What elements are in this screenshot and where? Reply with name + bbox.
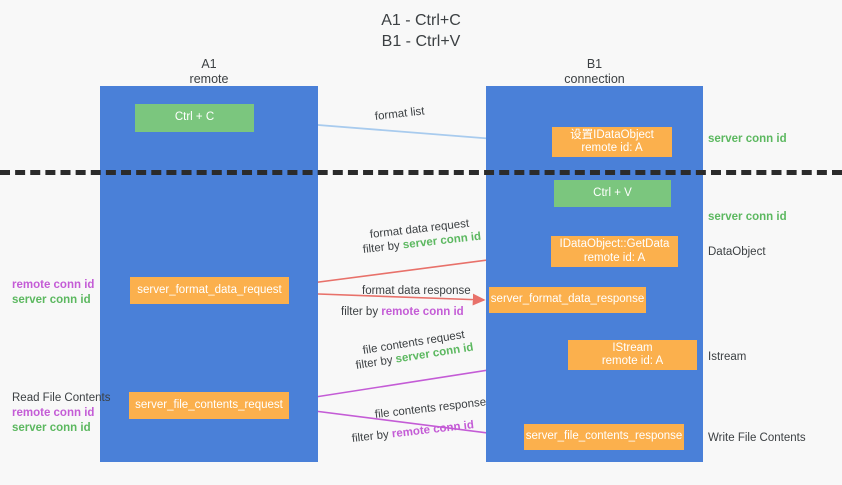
note-format-server-conn-id: server conn id	[12, 294, 91, 306]
node-istream-line1: IStream	[612, 341, 653, 354]
phase-divider	[0, 170, 842, 175]
node-server-format-data-request-label: server_format_data_request	[137, 283, 282, 296]
note-read-file-contents: Read File Contents	[12, 392, 111, 404]
node-server-format-data-response[interactable]: server_format_data_response	[489, 287, 646, 313]
node-server-format-data-response-label: server_format_data_response	[490, 293, 645, 306]
node-set-idataobject-line1: 设置IDataObject	[570, 128, 654, 141]
note-file-conn-ids: Read File Contents remote conn id server…	[12, 391, 110, 436]
note-write-file-contents: Write File Contents	[708, 432, 806, 444]
node-idataobject-getdata[interactable]: IDataObject::GetData remote id: A	[551, 236, 678, 267]
column-a1-subtitle: remote	[189, 72, 229, 86]
note-server-conn-id-mid: server conn id	[708, 211, 787, 223]
edge-label-format-data-response-filter: filter by remote conn id	[341, 305, 464, 320]
page-title: A1 - Ctrl+C B1 - Ctrl+V	[0, 10, 842, 52]
node-istream-line2: remote id: A	[601, 355, 664, 367]
note-dataobject: DataObject	[708, 246, 766, 258]
note-istream: Istream	[708, 351, 747, 363]
node-server-file-contents-response[interactable]: server_file_contents_response	[524, 424, 684, 450]
node-istream[interactable]: IStream remote id: A	[568, 340, 697, 370]
filter-prefix: filter by	[362, 239, 404, 256]
node-set-idataobject[interactable]: 设置IDataObject remote id: A	[552, 127, 672, 157]
edge-label-format-data-response: format data response	[362, 285, 471, 297]
note-server-conn-id-top: server conn id	[708, 133, 787, 145]
filter-value-remote-conn-id: remote conn id	[381, 306, 464, 318]
node-idataobject-getdata-line1: IDataObject::GetData	[559, 238, 670, 250]
column-header-b1: B1 connection	[486, 57, 703, 87]
note-format-remote-conn-id: remote conn id	[12, 279, 95, 291]
note-format-conn-ids: remote conn id server conn id	[12, 278, 94, 308]
node-idataobject-getdata-line2: remote id: A	[583, 251, 646, 264]
note-file-remote-conn-id: remote conn id	[12, 407, 95, 419]
arrow-format-data-response	[290, 292, 486, 306]
node-server-file-contents-request-label: server_file_contents_request	[135, 398, 283, 411]
note-file-server-conn-id: server conn id	[12, 422, 91, 434]
arrow-file-contents-response	[290, 407, 521, 442]
node-ctrl-v[interactable]: Ctrl + V	[554, 180, 671, 207]
filter-prefix: filter by	[351, 428, 393, 445]
page-title-line1: A1 - Ctrl+C	[381, 12, 461, 29]
node-ctrl-v-label: Ctrl + V	[593, 186, 632, 199]
column-a1-name: A1	[201, 57, 217, 71]
node-set-idataobject-line2: remote id: A	[581, 142, 643, 154]
filter-prefix: filter by	[341, 306, 382, 318]
node-server-format-data-request[interactable]: server_format_data_request	[130, 277, 289, 304]
column-header-a1: A1 remote	[100, 57, 318, 87]
column-b1-subtitle: connection	[564, 72, 625, 86]
page-title-line2: B1 - Ctrl+V	[381, 33, 461, 50]
node-ctrl-c[interactable]: Ctrl + C	[135, 104, 254, 132]
column-b1-name: B1	[586, 57, 603, 71]
node-ctrl-c-label: Ctrl + C	[174, 111, 215, 124]
node-server-file-contents-response-label: server_file_contents_response	[525, 430, 683, 443]
node-server-file-contents-request[interactable]: server_file_contents_request	[129, 392, 289, 419]
